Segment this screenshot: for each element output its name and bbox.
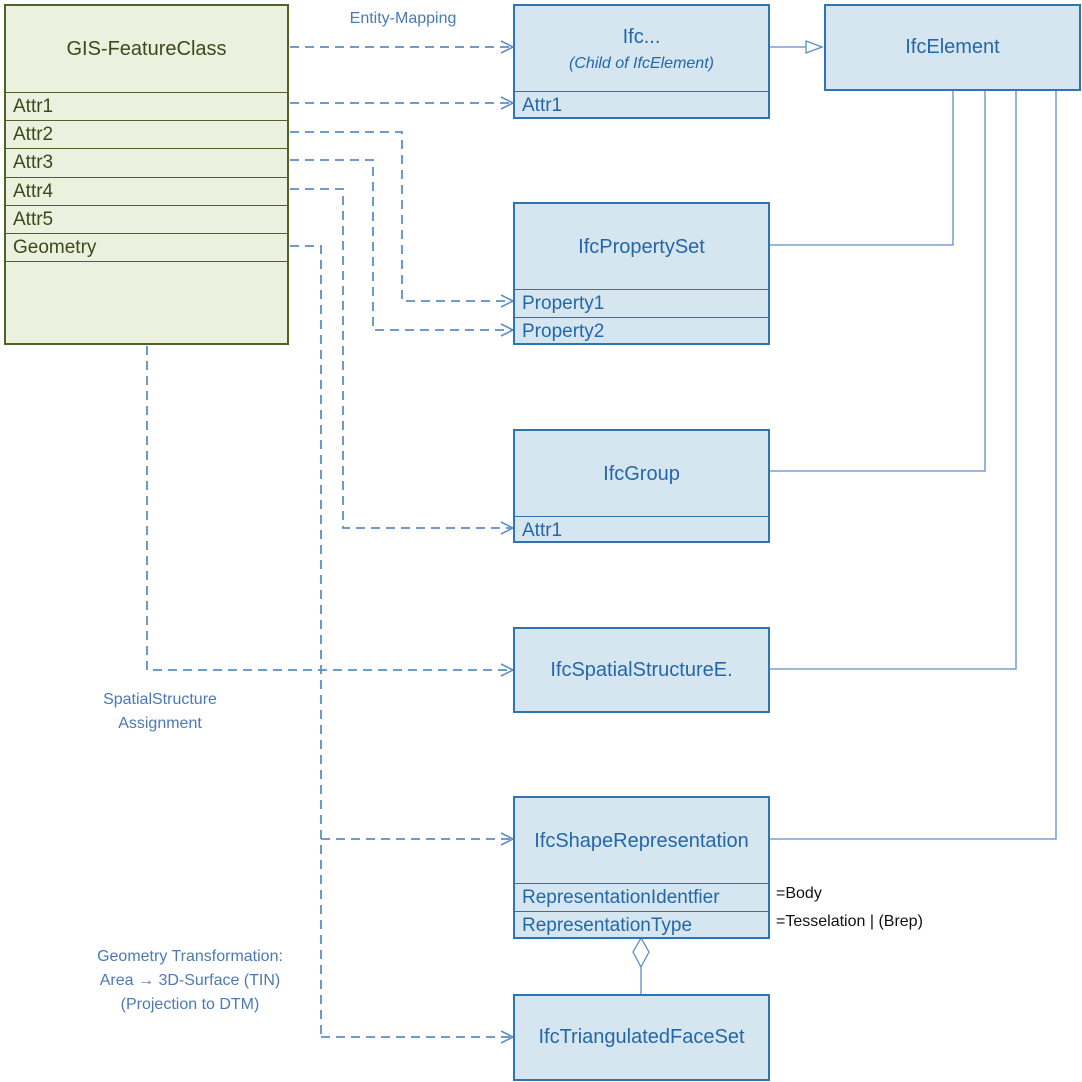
ifc-shape-title: IfcShapeRepresentation: [534, 829, 749, 852]
ifc-element-box: IfcElement: [824, 4, 1081, 91]
gis-attr-row: Attr2: [6, 120, 287, 149]
element-spatial-link: [770, 91, 1017, 670]
ifc-group-title: IfcGroup: [603, 462, 680, 485]
geometry-label-line: Geometry Transformation:: [97, 948, 283, 965]
geometry-label-line: Area → 3D-Surface (TIN): [99, 972, 281, 989]
gis-geometry-row: Geometry: [6, 233, 287, 262]
gis-featureclass-box: GIS-FeatureClass Attr1 Attr2 Attr3 Attr4…: [4, 4, 289, 345]
representation-identifier-value: =Body: [776, 885, 822, 902]
ifc-child-title: Ifc...: [622, 25, 661, 48]
spatial-label-line: Assignment: [118, 715, 202, 732]
ifc-child-header: Ifc... (Child of IfcElement): [515, 6, 768, 92]
ifc-shape-attr: RepresentationIdentfier: [515, 883, 768, 911]
element-shape-link: [770, 91, 1057, 840]
ifc-shape-attr: RepresentationType: [515, 911, 768, 939]
ifc-child-attr: Attr1: [515, 91, 768, 119]
geometry-transformation-label: Geometry Transformation: Area → 3D-Surfa…: [60, 945, 320, 1017]
attr3-property2-arrow: [290, 159, 512, 330]
element-group-link: [770, 91, 986, 472]
ifc-shape-box: IfcShapeRepresentation RepresentationIde…: [513, 796, 770, 939]
ifc-spatial-title: IfcSpatialStructureE.: [550, 658, 733, 681]
gis-featureclass-title: GIS-FeatureClass: [66, 37, 227, 60]
ifc-group-box: IfcGroup Attr1: [513, 429, 770, 543]
geometry-trunk: [290, 245, 322, 1037]
geometry-label-line: (Projection to DTM): [120, 996, 260, 1013]
ifc-spatial-box: IfcSpatialStructureE.: [513, 627, 770, 713]
ifc-triangulated-faceset-box: IfcTriangulatedFaceSet: [513, 994, 770, 1081]
ifc-group-attr: Attr1: [515, 516, 768, 543]
entity-mapping-label: Entity-Mapping: [349, 10, 457, 27]
attr2-property1-arrow: [290, 131, 512, 301]
ifc-child-subtitle: (Child of IfcElement): [569, 54, 714, 72]
ifc-property-row: Property1: [515, 289, 768, 317]
gis-attr-row: Attr1: [6, 92, 287, 121]
aggregation-diamond: [632, 936, 650, 969]
ifc-propertyset-box: IfcPropertySet Property1 Property2: [513, 202, 770, 345]
gis-attr-row: Attr3: [6, 148, 287, 177]
ifc-child-box: Ifc... (Child of IfcElement) Attr1: [513, 4, 770, 119]
spatial-assignment-arrow: [146, 346, 512, 670]
ifc-triangulated-faceset-title: IfcTriangulatedFaceSet: [538, 1026, 745, 1048]
representation-type-value: =Tesselation | (Brep): [776, 913, 923, 930]
ifc-propertyset-title: IfcPropertySet: [578, 235, 705, 258]
gis-attr-row: Attr4: [6, 177, 287, 206]
spatial-assignment-label: SpatialStructure Assignment: [70, 688, 250, 736]
element-propertyset-link: [770, 91, 954, 246]
spatial-label-line: SpatialStructure: [103, 691, 217, 708]
gis-attr-row: Attr5: [6, 205, 287, 234]
ifc-element-title: IfcElement: [905, 36, 1000, 58]
ifc-property-row: Property2: [515, 317, 768, 345]
attr4-group-arrow: [290, 188, 512, 528]
